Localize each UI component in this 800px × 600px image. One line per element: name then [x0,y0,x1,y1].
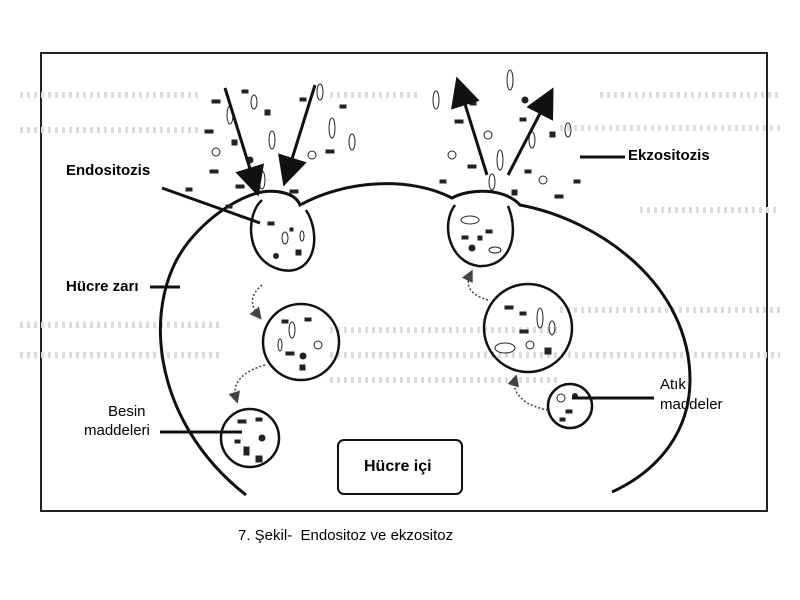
waste-label-line1: Atık [660,376,686,393]
external-particles [185,69,581,209]
vesicle-path-arrows [228,269,549,411]
cell-membrane [158,182,692,497]
background-ghost-text [20,92,780,383]
cell-interior-box [337,439,463,495]
endocytosis-label: Endositozis [66,162,151,179]
cell-interior-label: Hücre içi [364,458,432,475]
exocytic-vesicle-mid [482,282,574,374]
figure-caption: 7. Şekil- Endositoz ve ekzositoz [238,527,454,544]
nutrients-label-line2: maddeleri [84,422,150,439]
nutrient-vesicle [219,407,281,469]
membrane-label: Hücre zarı [66,278,139,295]
waste-vesicle [546,382,594,430]
exocytosis-label: Ekzositozis [628,147,710,164]
endocytic-vesicle-mid [261,302,341,382]
endocytosis-arrows [223,84,317,197]
exocytosis-arrows [451,76,554,176]
exocytosis-vesicle-fusing [446,204,515,268]
waste-label-line2: maddeler [660,396,723,413]
nutrients-label-line1: Besin [108,403,146,420]
vesicle-particles [234,215,578,463]
leader-lines [150,155,654,434]
